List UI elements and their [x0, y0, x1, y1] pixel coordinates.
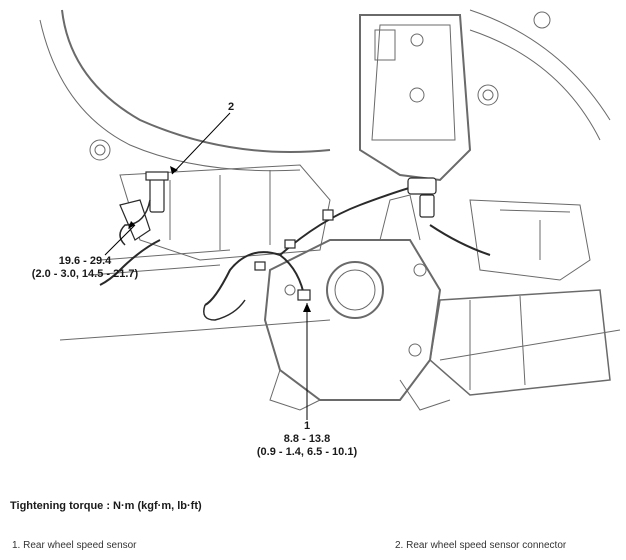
callout-bracket-torque: 19.6 - 29.4 (2.0 - 3.0, 14.5 - 21.7) [10, 255, 160, 281]
callout-2: 2 [228, 101, 234, 114]
wheel-arch [61, 9, 331, 153]
speed-sensor-connector [149, 177, 165, 213]
legend-item-2: 2. Rear wheel speed sensor connector [395, 540, 567, 551]
lower-arm [429, 289, 611, 396]
leader-line-bracket [104, 224, 136, 256]
body-connector [407, 177, 437, 195]
leader-line-2 [171, 112, 231, 175]
tightening-torque-heading: Tightening torque : N·m (kgf·m, lb·ft) [10, 500, 202, 512]
wheel-speed-sensor [297, 289, 311, 301]
legend-item-1: 1. Rear wheel speed sensor [12, 540, 137, 551]
knuckle [263, 239, 442, 401]
body-frame [359, 14, 472, 182]
bracket-torque-alt: (2.0 - 3.0, 14.5 - 21.7) [31, 268, 139, 280]
bracket-torque-value: 19.6 - 29.4 [58, 255, 112, 267]
hub-bore [326, 261, 384, 319]
callout-1-number: 1 [303, 420, 311, 432]
callout-1-torque-alt: (0.9 - 1.4, 6.5 - 10.1) [256, 446, 358, 458]
callout-1: 1 8.8 - 13.8 (0.9 - 1.4, 6.5 - 10.1) [240, 420, 374, 459]
connector-bracket [119, 199, 151, 241]
rear-suspension-illustration [39, 9, 621, 420]
sensor-cable [204, 251, 306, 306]
callout-2-number: 2 [228, 101, 235, 113]
callout-1-torque-value: 8.8 - 13.8 [283, 433, 331, 445]
arch-hole [89, 139, 111, 161]
